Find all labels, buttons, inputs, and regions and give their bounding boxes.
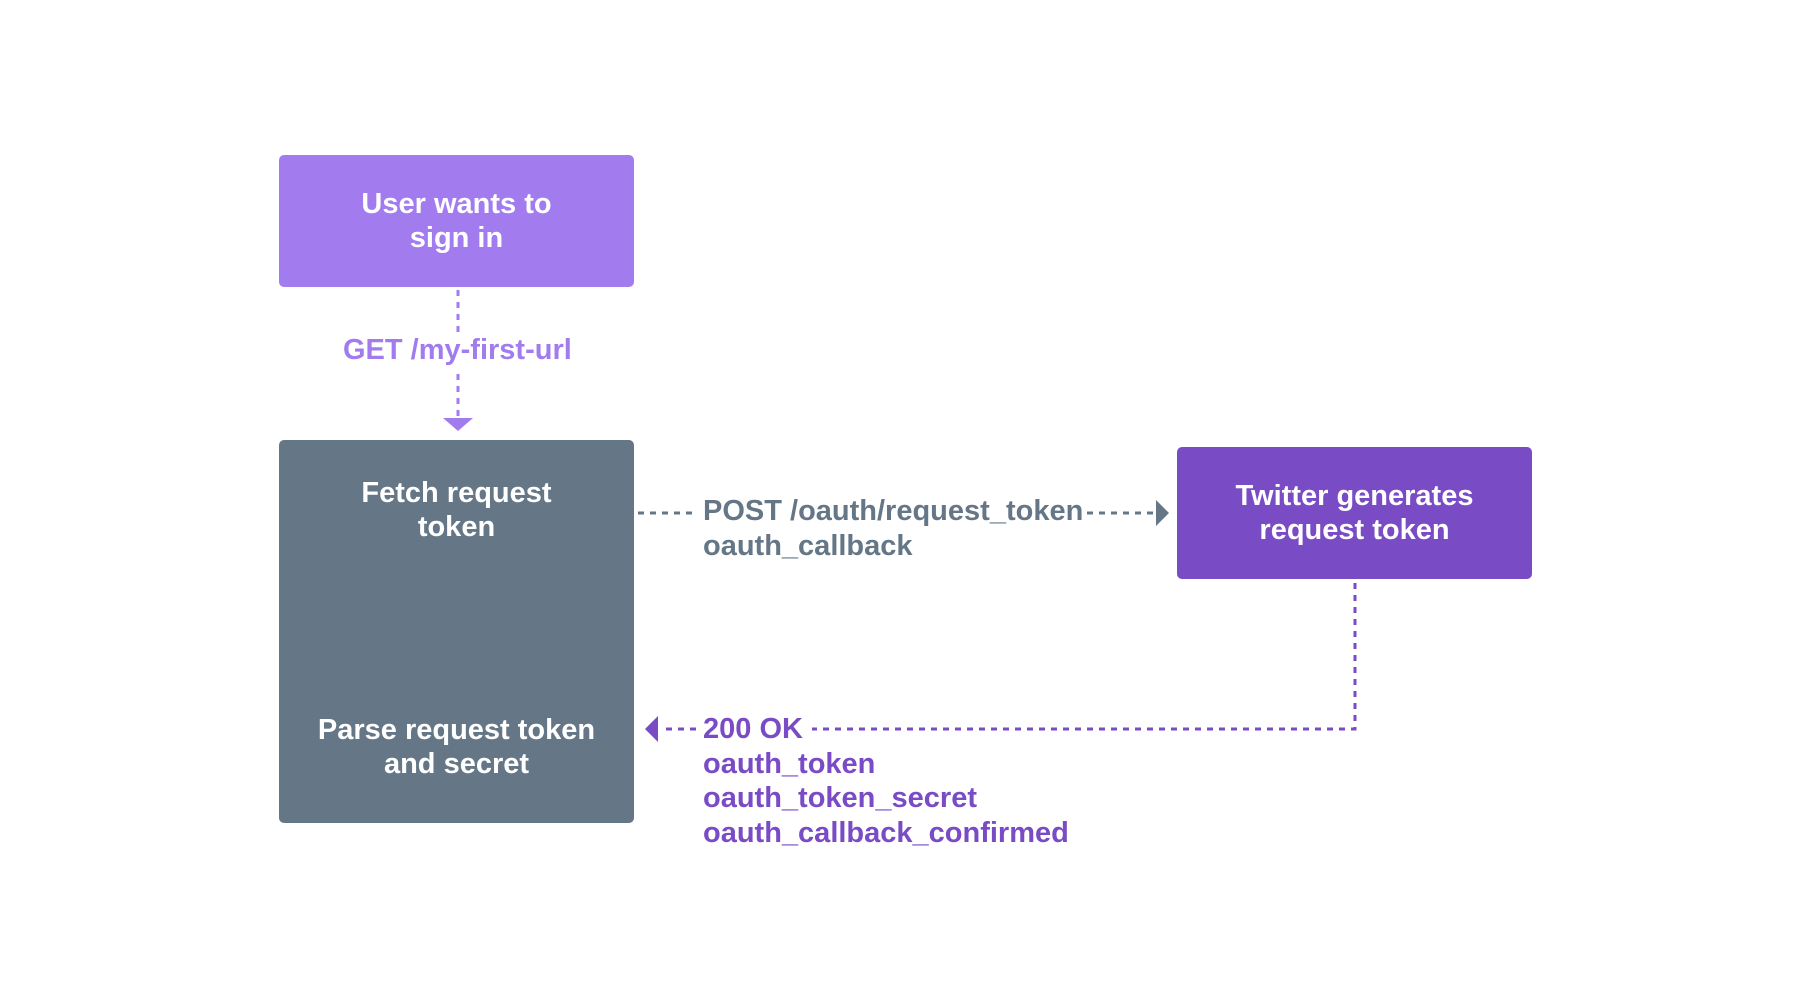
fetch-request-token-label: Fetch request token [361, 477, 552, 543]
user-box-label: User wants to sign in [361, 188, 552, 254]
post-param-line: oauth_callback [703, 529, 913, 562]
response-connector-line [812, 583, 1357, 731]
post-request-line: POST /oauth/request_token [703, 495, 1084, 527]
get-arrowhead [443, 418, 473, 431]
response-param-line: oauth_callback_confirmed [703, 816, 1069, 849]
user-wants-to-sign-in-box: User wants to sign in [279, 155, 634, 287]
twitter-generates-token-box: Twitter generates request token [1177, 447, 1532, 579]
response-param-line: oauth_token [703, 747, 876, 780]
parse-request-token-label: Parse request token and secret [317, 714, 596, 780]
response-status-line: 200 OK [703, 713, 803, 745]
fetch-and-parse-box: Fetch request token Parse request token … [279, 440, 634, 823]
twitter-box-label: Twitter generates request token [1235, 480, 1474, 546]
post-request-label: POST /oauth/request_token oauth_callback [703, 494, 1083, 563]
post-arrowhead [1156, 500, 1169, 526]
get-request-label: GET /my-first-url [341, 333, 574, 368]
response-arrowhead [645, 716, 658, 742]
response-label: 200 OK oauth_token oauth_token_secret oa… [703, 712, 1069, 850]
response-param-line: oauth_token_secret [703, 782, 977, 814]
